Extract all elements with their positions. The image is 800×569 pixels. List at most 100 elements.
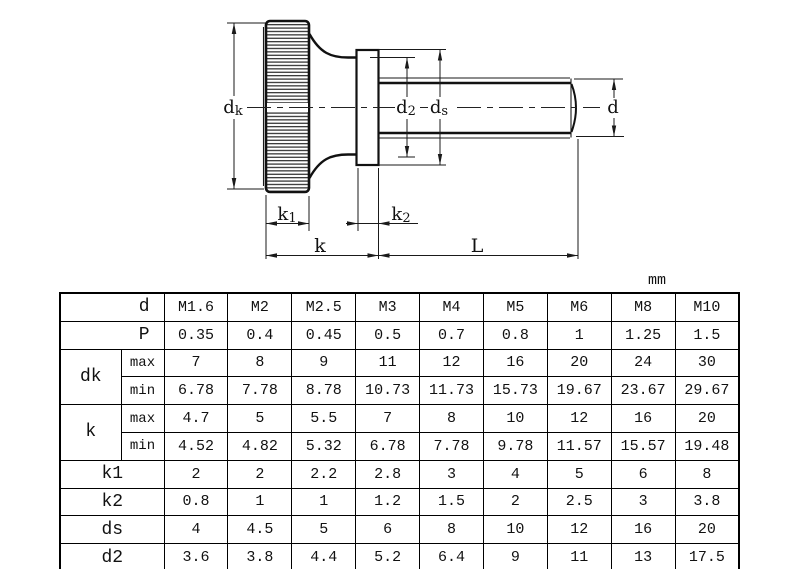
table-row-d: d M1.6 M2 M2.5 M3 M4 M5 M6 M8 M10 bbox=[59, 292, 740, 322]
cell: 2.2 bbox=[291, 459, 357, 489]
cell: M2.5 bbox=[291, 292, 357, 322]
row-label: dk bbox=[59, 348, 122, 406]
cell: M8 bbox=[610, 292, 676, 322]
thumb-screw-technical-drawing: dk d2 ds d k1 k2 bbox=[221, 19, 624, 259]
k1-dimension-label: k1 bbox=[277, 204, 296, 226]
L-dimension-label: L bbox=[471, 235, 484, 257]
k2-arrow-left bbox=[347, 221, 358, 226]
cell: 1.5 bbox=[674, 320, 740, 350]
L-arrow-right bbox=[567, 253, 578, 258]
k1-arrow-right bbox=[298, 221, 309, 226]
cell: 9.78 bbox=[482, 431, 548, 461]
row-label: P bbox=[59, 320, 165, 350]
cell: 0.7 bbox=[419, 320, 484, 350]
cell: 1.25 bbox=[610, 320, 676, 350]
cell: 4 bbox=[482, 459, 548, 489]
cell: 12 bbox=[546, 515, 612, 545]
d-arrow-top bbox=[611, 79, 617, 90]
cell: 3.8 bbox=[674, 487, 740, 517]
k2-dimension-label: k2 bbox=[391, 204, 410, 226]
cell: M1.6 bbox=[163, 292, 229, 322]
cell: 7.78 bbox=[227, 376, 293, 406]
cell: 1 bbox=[546, 320, 612, 350]
row-label: ds bbox=[59, 515, 165, 545]
cell: 12 bbox=[546, 404, 612, 433]
cell: 6.78 bbox=[163, 376, 229, 406]
ds-arrow-bottom bbox=[437, 154, 443, 165]
d-label-patch bbox=[605, 98, 623, 117]
cell: 24 bbox=[610, 348, 676, 378]
cell: 8 bbox=[419, 515, 484, 545]
cell: 4.52 bbox=[163, 431, 229, 461]
cell: 29.67 bbox=[674, 376, 740, 406]
dk-label-patch bbox=[221, 96, 247, 117]
cell: 10 bbox=[482, 404, 548, 433]
table-row-ds: ds 4 4.5 5 6 8 10 12 16 20 bbox=[59, 515, 740, 545]
cell: 3.6 bbox=[163, 543, 229, 569]
d2-arrow-bottom bbox=[404, 146, 410, 157]
cell: 5 bbox=[227, 404, 293, 433]
table-row-p: P 0.35 0.4 0.45 0.5 0.7 0.8 1 1.25 1.5 bbox=[59, 320, 740, 350]
cell: 19.48 bbox=[674, 431, 740, 461]
cell: 2 bbox=[163, 459, 229, 489]
cell: 5.32 bbox=[291, 431, 357, 461]
dk-dimension-label: dk bbox=[223, 97, 243, 119]
table-row-k-max: k max 4.7 5 5.5 7 8 10 12 16 20 bbox=[59, 404, 740, 461]
cell: 9 bbox=[291, 348, 357, 378]
cell: 7.78 bbox=[419, 431, 484, 461]
cell: 0.8 bbox=[482, 320, 548, 350]
cell: 16 bbox=[610, 404, 676, 433]
cell: 1.5 bbox=[419, 487, 484, 517]
cell: 1 bbox=[291, 487, 357, 517]
cell: 3 bbox=[610, 487, 676, 517]
row-label: d2 bbox=[59, 543, 165, 569]
cell: 8 bbox=[227, 348, 293, 378]
cell: M2 bbox=[227, 292, 293, 322]
cell: 2 bbox=[227, 459, 293, 489]
cell: 19.67 bbox=[546, 376, 612, 406]
cell: 17.5 bbox=[674, 543, 740, 569]
cell: 0.45 bbox=[291, 320, 357, 350]
row-label: k bbox=[59, 404, 122, 461]
cell: 4.7 bbox=[163, 404, 229, 433]
cell: 20 bbox=[674, 515, 740, 545]
cell: 3.8 bbox=[227, 543, 293, 569]
cell: 13 bbox=[610, 543, 676, 569]
k1-extension-lines bbox=[265, 195, 310, 259]
cell: 10.73 bbox=[355, 376, 421, 406]
cell: 20 bbox=[546, 348, 612, 378]
k2-arrow-right bbox=[378, 221, 390, 226]
cell: 16 bbox=[482, 348, 548, 378]
table-row-k1: k1 2 2 2.2 2.8 3 4 5 6 8 bbox=[59, 459, 740, 489]
cell: 5.2 bbox=[355, 543, 421, 569]
cell: 4.5 bbox=[227, 515, 293, 545]
cell: 6.4 bbox=[419, 543, 484, 569]
cell: 11.57 bbox=[546, 431, 612, 461]
d2-dimension-label: d2 bbox=[396, 97, 416, 119]
table-row-d2: d2 3.6 3.8 4.4 5.2 6.4 9 11 13 17.5 bbox=[59, 543, 740, 569]
ds-dimension-label: ds bbox=[430, 97, 448, 119]
d-arrow-bottom bbox=[611, 125, 617, 137]
cell: 2.8 bbox=[355, 459, 421, 489]
cell: 7 bbox=[163, 348, 229, 378]
table-row-dk-min: min 6.78 7.78 8.78 10.73 11.73 15.73 19.… bbox=[60, 376, 740, 406]
ds-label-patch bbox=[428, 97, 453, 117]
cell: 15.73 bbox=[482, 376, 548, 406]
table-row-dk-max: dk max 7 8 9 11 12 16 20 24 30 bbox=[59, 348, 740, 406]
cell: 7 bbox=[355, 404, 421, 433]
cell: 0.4 bbox=[227, 320, 293, 350]
dk-arrow-bottom bbox=[231, 178, 237, 189]
cell: 15.57 bbox=[610, 431, 676, 461]
row-sublabel: min bbox=[120, 431, 165, 461]
cell: 11 bbox=[546, 543, 612, 569]
cell: 16 bbox=[610, 515, 676, 545]
cell: M6 bbox=[546, 292, 612, 322]
cell: 1.2 bbox=[355, 487, 421, 517]
row-sublabel: max bbox=[120, 348, 165, 378]
row-label: k1 bbox=[59, 459, 165, 489]
cell: 4.82 bbox=[227, 431, 293, 461]
row-sublabel: max bbox=[120, 404, 165, 433]
cell: 6.78 bbox=[355, 431, 421, 461]
d2-arrow-top bbox=[404, 57, 410, 69]
cell: M3 bbox=[355, 292, 421, 322]
